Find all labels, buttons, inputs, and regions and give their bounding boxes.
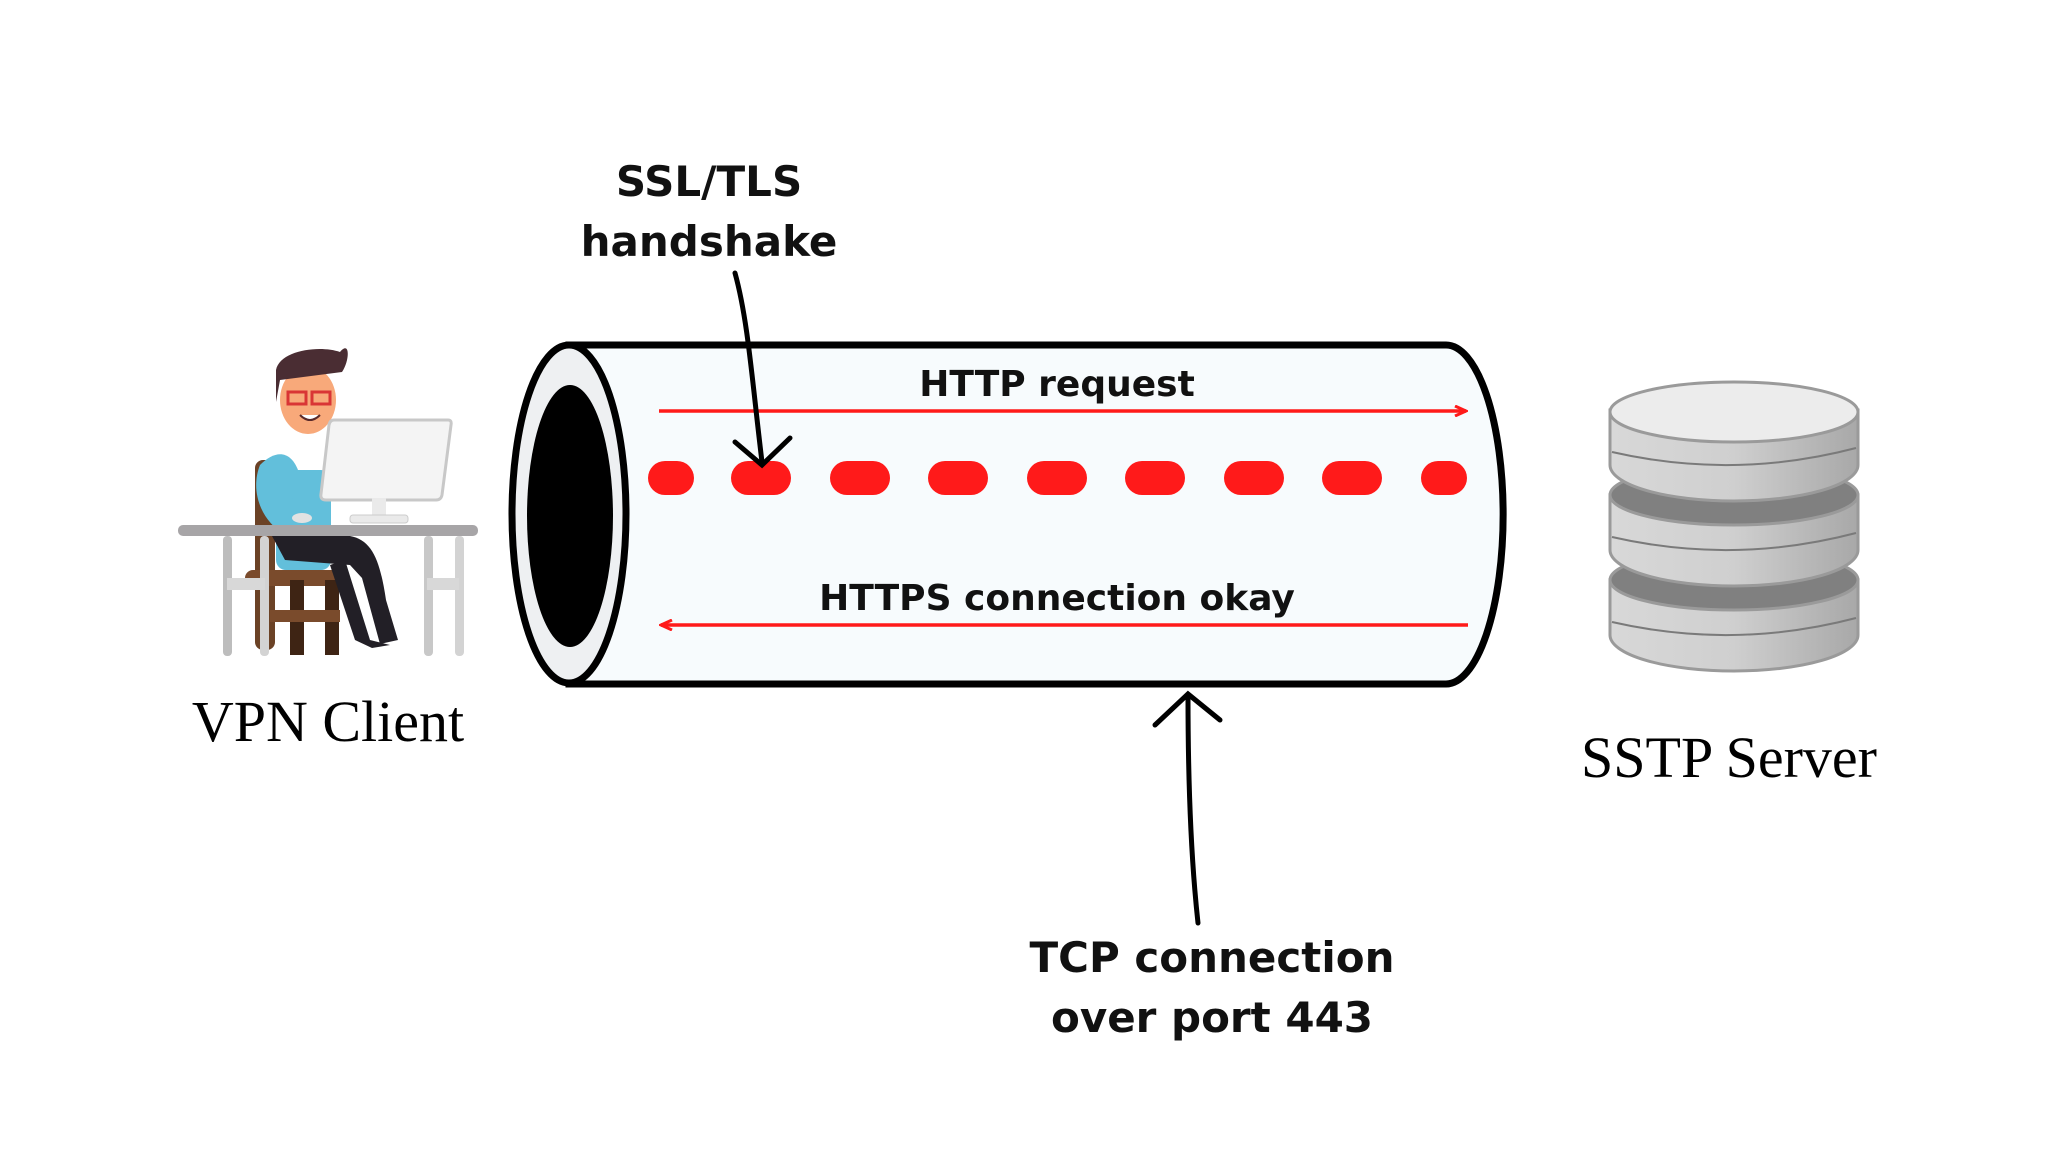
dash <box>1224 461 1284 495</box>
ssl-tls-handshake-label: SSL/TLS handshake <box>581 152 838 272</box>
tcp-label-line1: TCP connection <box>1029 933 1395 982</box>
handshake-pointer-arrow <box>732 270 793 469</box>
dash <box>1125 461 1185 495</box>
sstp-server-label: SSTP Server <box>1581 725 1877 790</box>
ssl-label-line2: handshake <box>580 217 838 266</box>
dash <box>1322 461 1382 495</box>
ssl-label-line1: SSL/TLS <box>615 157 803 206</box>
dash <box>928 461 988 495</box>
dash <box>731 461 791 495</box>
tcp-pointer-arrow <box>1152 690 1223 926</box>
dash <box>1027 461 1087 495</box>
dash <box>1421 461 1467 495</box>
vpn-client-label: VPN Client <box>191 689 465 754</box>
database-server-icon <box>1608 380 1860 673</box>
tls-tunnel-pipe <box>508 341 1507 688</box>
http-request-label: HTTP request <box>919 364 1195 405</box>
tcp-label-line2: over port 443 <box>1050 993 1374 1042</box>
dash <box>830 461 890 495</box>
https-connection-label: HTTPS connection okay <box>819 578 1295 619</box>
person-at-computer-icon <box>178 348 478 656</box>
dash <box>648 461 694 495</box>
handshake-dashes <box>648 461 1467 495</box>
tcp-connection-label: TCP connection over port 443 <box>1029 928 1394 1048</box>
